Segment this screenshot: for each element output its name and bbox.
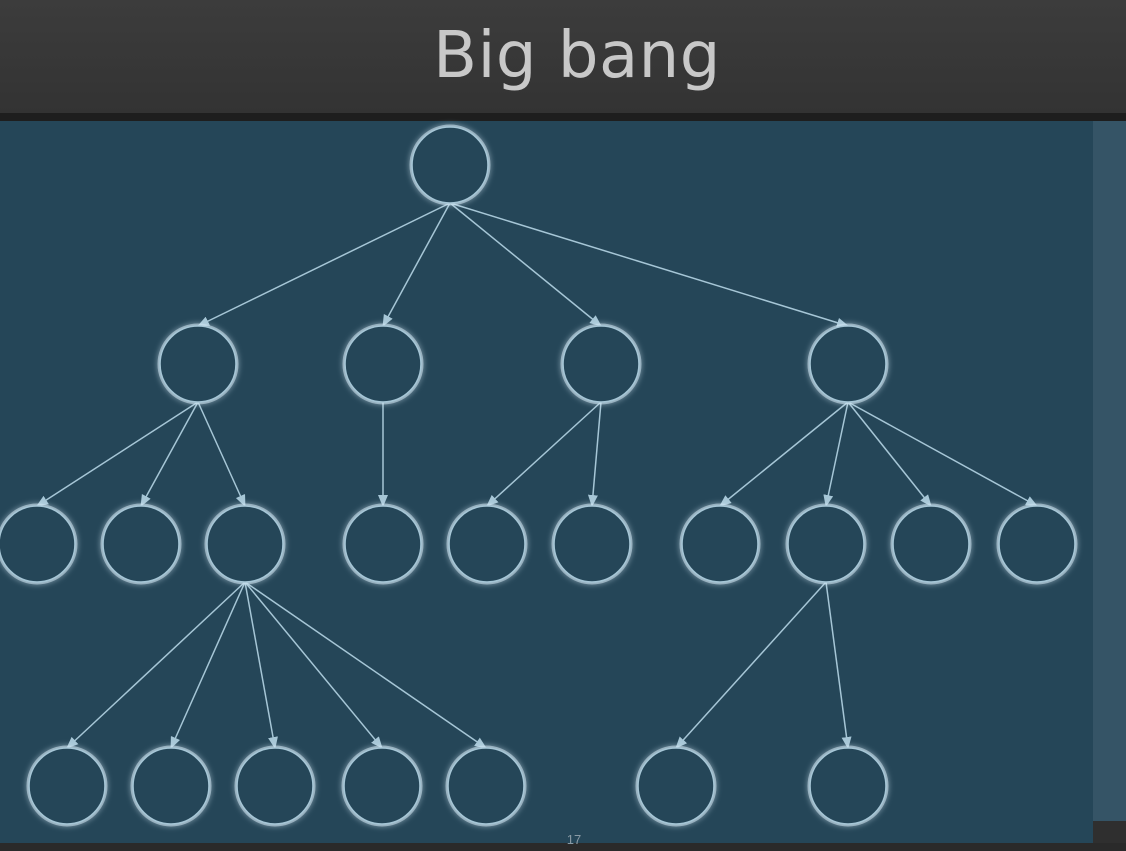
tree-node-d2 <box>787 505 865 583</box>
edge-d-to-d2 <box>823 401 849 507</box>
edge-a3-to-a3-1 <box>66 581 246 749</box>
edge-root-to-a <box>197 202 451 327</box>
tree-node-a3-1 <box>28 747 106 825</box>
edge-d-to-d1 <box>719 401 849 507</box>
tree-node-a3-2 <box>132 747 210 825</box>
tree-node-d4 <box>998 505 1076 583</box>
tree-node-root <box>411 126 489 204</box>
edge-root-to-b <box>382 202 451 327</box>
tree-node-a <box>159 325 237 403</box>
edges-layer <box>36 202 1038 749</box>
edge-root-to-d <box>449 202 849 328</box>
side-strip <box>1093 121 1126 821</box>
edge-d2-to-d2-2 <box>825 581 852 749</box>
edge-a3-to-a3-5 <box>244 581 487 749</box>
tree-node-d <box>809 325 887 403</box>
edge-d-to-d3 <box>847 401 932 507</box>
tree-node-b <box>344 325 422 403</box>
edge-a3-to-a3-3 <box>244 581 278 749</box>
tree-node-c <box>562 325 640 403</box>
tree-node-a2 <box>102 505 180 583</box>
edge-a-to-a1 <box>36 401 199 507</box>
tree-node-c2 <box>553 505 631 583</box>
tree-node-a3-4 <box>343 747 421 825</box>
tree-node-c1 <box>448 505 526 583</box>
tree-node-d1 <box>681 505 759 583</box>
edge-a3-to-a3-2 <box>170 581 246 749</box>
tree-node-d2-2 <box>809 747 887 825</box>
nodes-layer <box>0 124 1078 827</box>
title-divider <box>0 113 1126 121</box>
tree-node-b1 <box>344 505 422 583</box>
tree-node-a3-5 <box>447 747 525 825</box>
edge-c-to-c2 <box>587 401 602 507</box>
edge-a-to-a2 <box>140 401 199 507</box>
bottom-bar <box>0 843 1126 851</box>
edge-root-to-c <box>449 202 602 327</box>
edge-c-to-c1 <box>486 401 602 507</box>
slide-title: Big bang <box>433 19 721 93</box>
tree-node-a3-3 <box>236 747 314 825</box>
title-bar <box>0 0 1126 113</box>
tree-node-a3 <box>206 505 284 583</box>
tree-node-d2-1 <box>637 747 715 825</box>
edge-d-to-d4 <box>847 401 1038 507</box>
edge-d2-to-d2-1 <box>675 581 827 749</box>
page-number: 17 <box>566 832 582 847</box>
edge-a-to-a3 <box>197 401 246 507</box>
tree-node-a1 <box>0 505 76 583</box>
edge-a3-to-a3-4 <box>244 581 383 749</box>
tree-node-d3 <box>892 505 970 583</box>
